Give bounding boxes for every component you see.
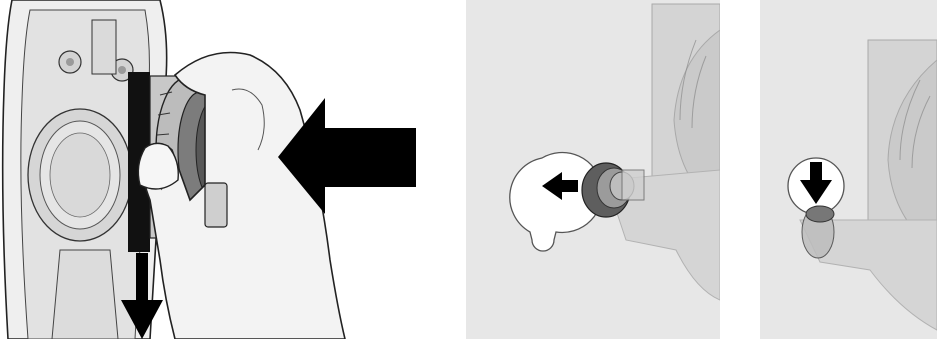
step-slide-down-drawing [760, 0, 937, 339]
release-lever [205, 183, 227, 227]
step-align-keyhole-drawing [466, 0, 720, 339]
mounting-bracket [92, 20, 116, 74]
housing-channel [52, 250, 118, 339]
step-insert-dial-panel [0, 0, 440, 339]
step-slide-down-panel [760, 0, 937, 339]
step-align-keyhole-panel [466, 0, 720, 339]
step-insert-dial-drawing [0, 0, 440, 339]
